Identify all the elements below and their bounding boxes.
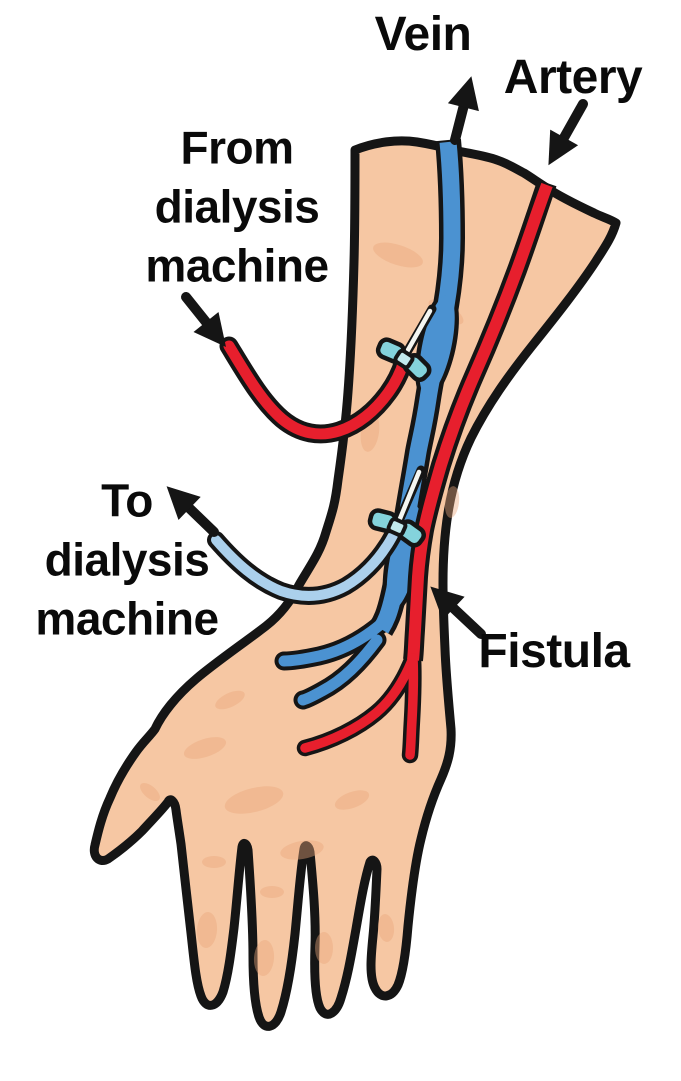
vein-arrow: [447, 76, 479, 145]
needle-hub: [386, 517, 408, 537]
needle-shaft-white: [401, 308, 433, 360]
venous-return-tube: [207, 519, 406, 605]
arterial-line-tube: [219, 336, 414, 444]
arterial-needle: [375, 304, 437, 383]
fistula-label: Fistula: [478, 625, 630, 678]
butterfly-wings: [367, 508, 426, 548]
annotation-arrows: [166, 76, 588, 639]
venous-needle: [367, 465, 426, 548]
skin-shading: [140, 242, 464, 976]
butterfly-wings: [375, 337, 432, 383]
artery-arrow: [548, 99, 588, 166]
needle-hub: [393, 348, 415, 370]
to-dialysis-machine-label: To dialysis machine: [35, 474, 219, 645]
artery-label: Artery: [503, 51, 643, 104]
from-machine-arrow: [181, 292, 226, 347]
artery-vessel: [296, 179, 557, 764]
fistula-arrow: [430, 586, 486, 639]
needle-shaft-white: [394, 469, 422, 529]
vein-label: Vein: [374, 8, 472, 61]
to-machine-arrow: [166, 486, 219, 537]
from-dialysis-machine-label: From dialysis machine: [145, 121, 329, 292]
